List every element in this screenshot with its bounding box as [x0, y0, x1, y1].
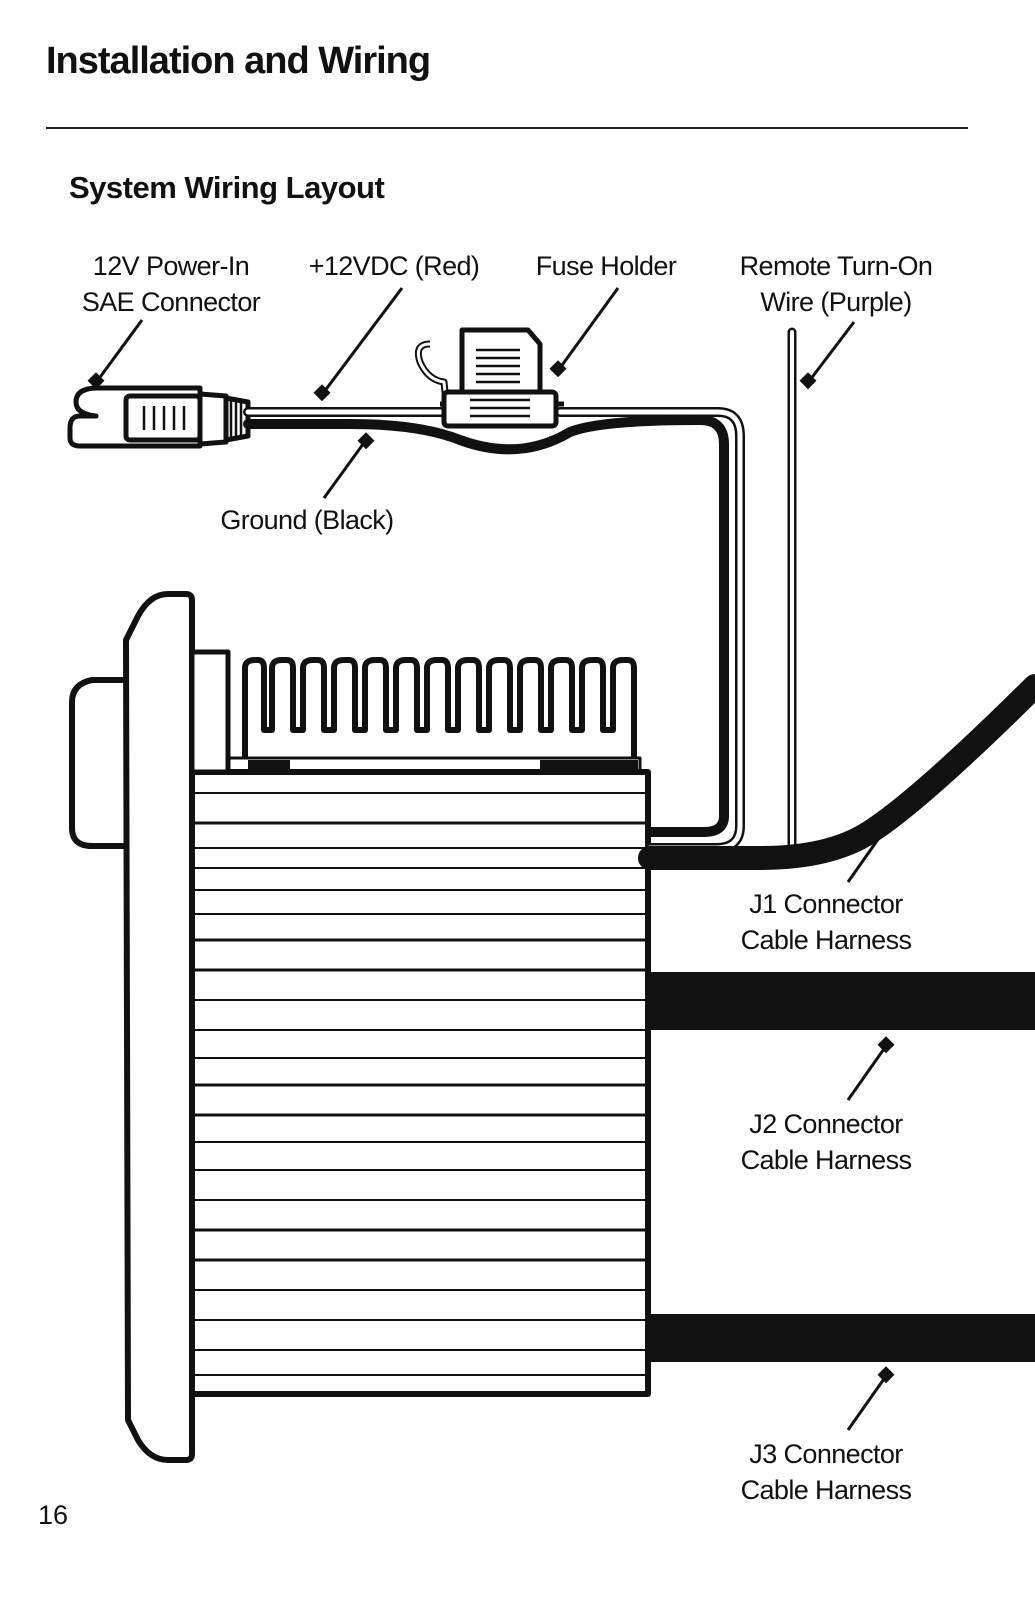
- label-j3-line1: J3 Connector: [749, 1439, 903, 1469]
- label-j1-harness: J1 Connector Cable Harness: [720, 886, 932, 958]
- housing-ribs: [188, 792, 648, 1376]
- label-power-in: 12V Power-In SAE Connector: [62, 248, 280, 320]
- label-ground-wire: Ground (Black): [220, 505, 394, 535]
- label-positive-wire: +12VDC (Red): [308, 251, 480, 281]
- label-j1-line2: Cable Harness: [740, 925, 912, 955]
- label-power-in-line1: 12V Power-In: [92, 251, 250, 281]
- label-power-in-line2: SAE Connector: [81, 287, 261, 317]
- header-divider: [46, 127, 968, 129]
- section-title: System Wiring Layout: [69, 170, 385, 205]
- label-remote-turn-on: Remote Turn-On Wire (Purple): [718, 248, 954, 320]
- leader-lines: [87, 287, 895, 1431]
- label-j3-line2: Cable Harness: [740, 1475, 912, 1505]
- page-number: 16: [38, 1500, 69, 1530]
- j2-harness: [648, 972, 1035, 1030]
- label-remote-line2: Wire (Purple): [760, 287, 912, 317]
- heat-sink-fins: [242, 657, 637, 773]
- label-remote-line1: Remote Turn-On: [739, 251, 933, 281]
- sae-connector: [67, 385, 251, 449]
- fuse-holder: [414, 327, 564, 429]
- page-title: Installation and Wiring: [46, 40, 431, 82]
- face-plate: [123, 591, 195, 1463]
- label-j2-line1: J2 Connector: [749, 1109, 903, 1139]
- label-fuse-holder: Fuse Holder: [535, 251, 677, 281]
- ground-wire: [243, 415, 729, 837]
- label-j2-line2: Cable Harness: [740, 1145, 912, 1175]
- j1-harness: [638, 674, 1035, 870]
- wires: [243, 327, 1035, 870]
- knob: [69, 677, 133, 849]
- j3-harness: [648, 1314, 1035, 1362]
- label-j3-harness: J3 Connector Cable Harness: [720, 1436, 932, 1508]
- label-j2-harness: J2 Connector Cable Harness: [720, 1106, 932, 1178]
- unit-housing: [185, 769, 651, 1397]
- main-unit: [185, 657, 651, 1397]
- front-panel: [69, 591, 231, 1463]
- label-j1-line1: J1 Connector: [749, 889, 903, 919]
